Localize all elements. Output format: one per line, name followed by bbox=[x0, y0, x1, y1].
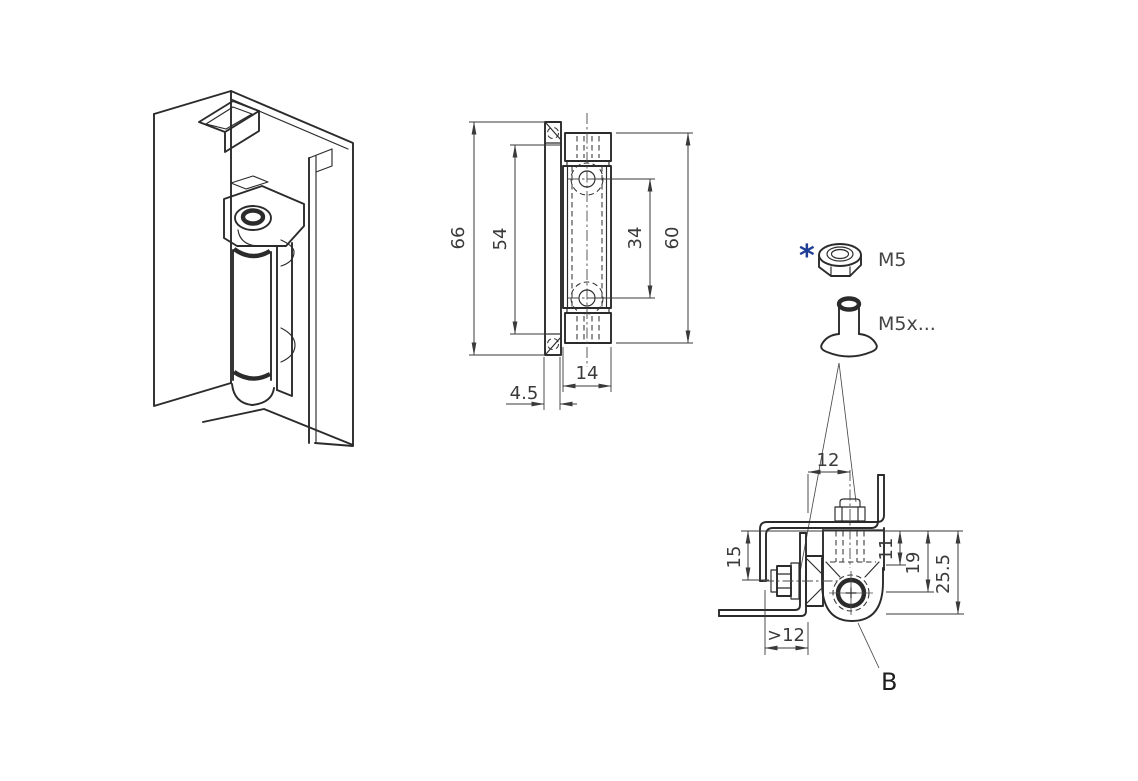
asterisk-note: * bbox=[799, 239, 815, 274]
detail-label-b: B bbox=[881, 668, 897, 696]
dim-hole-spacing: 34 bbox=[593, 178, 655, 299]
section-hinge-body bbox=[805, 527, 885, 622]
dim-text-34: 34 bbox=[625, 227, 646, 250]
pivot-ring-icon bbox=[234, 205, 272, 231]
dim-text-54: 54 bbox=[490, 228, 511, 251]
hardware-callouts: * M5 M5x... bbox=[798, 239, 936, 579]
hinge-barrel bbox=[231, 247, 275, 406]
dim-text-14: 14 bbox=[576, 363, 599, 384]
dim-inner-height: 54 bbox=[490, 144, 560, 335]
screw-label: M5x... bbox=[878, 313, 936, 335]
dim-total-depth: 25.5 bbox=[886, 530, 964, 615]
frame-sheet-profile bbox=[759, 474, 885, 582]
hinge-leaf-plate bbox=[276, 239, 296, 397]
dim-frame-leg: 15 bbox=[724, 530, 769, 581]
front-view: 66 54 34 60 14 bbox=[448, 113, 693, 410]
dim-text-4-5: 4.5 bbox=[510, 383, 539, 404]
door-sheet-profile bbox=[718, 532, 807, 617]
leader-to-top-nut bbox=[838, 362, 857, 503]
dim-upper-depth: 11 bbox=[876, 530, 906, 566]
dim-text-25-5: 25.5 bbox=[933, 554, 954, 594]
dim-text-12: 12 bbox=[817, 450, 840, 471]
dim-flange-thickness: 4.5 bbox=[506, 357, 577, 410]
front-hinge-body bbox=[562, 113, 612, 367]
dim-screw-offset: 12 bbox=[807, 450, 851, 513]
dim-text-gt12: >12 bbox=[767, 625, 805, 646]
dim-pin-axis-depth: 19 bbox=[886, 530, 934, 593]
dim-body-height: 60 bbox=[616, 132, 693, 344]
section-view: 12 15 11 19 25.5 > bbox=[718, 450, 964, 696]
channel-left-panel bbox=[153, 113, 232, 407]
dim-text-60: 60 bbox=[662, 227, 683, 250]
front-flange-plate bbox=[544, 121, 562, 356]
nut-label: M5 bbox=[878, 249, 906, 271]
dim-text-15: 15 bbox=[724, 546, 745, 569]
dim-text-11: 11 bbox=[876, 538, 897, 561]
dim-min-clearance: >12 bbox=[764, 590, 809, 655]
dim-overall-height: 66 bbox=[448, 121, 560, 356]
section-side-screw bbox=[763, 562, 838, 600]
section-top-nut bbox=[834, 470, 866, 568]
detail-callout-b: B bbox=[857, 622, 897, 696]
nut-icon bbox=[818, 243, 862, 277]
isometric-view bbox=[153, 90, 354, 447]
dim-text-19: 19 bbox=[903, 552, 924, 575]
hinge-pivot-boss bbox=[223, 175, 305, 247]
screw-icon bbox=[820, 296, 878, 358]
dim-text-66: 66 bbox=[448, 227, 469, 250]
dim-body-width: 14 bbox=[562, 347, 612, 392]
